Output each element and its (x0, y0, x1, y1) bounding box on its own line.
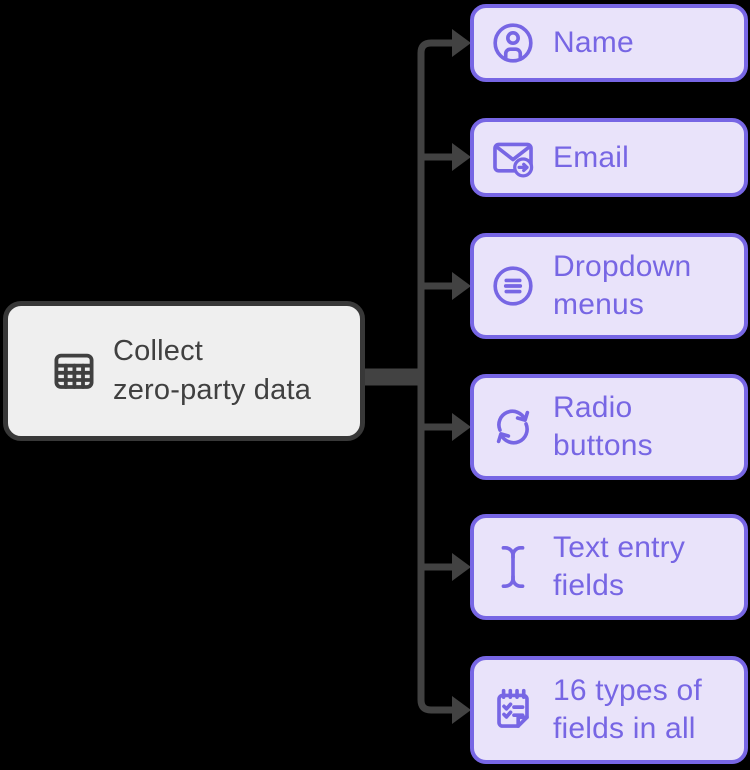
root-node-collect-zero-party-data: Collect zero-party data (3, 301, 365, 441)
arrowhead-icon (452, 143, 471, 171)
email-send-icon (490, 135, 536, 181)
arrowhead-icon (452, 553, 471, 581)
arrowhead-icon (452, 413, 471, 441)
arrowhead-icon (452, 29, 471, 57)
node-label: Email (553, 140, 630, 174)
text-cursor-icon (490, 544, 536, 590)
node-label: Dropdown menus (553, 250, 692, 321)
node-text-entry-fields: Text entry fields (470, 514, 748, 620)
node-label: Name (553, 26, 634, 59)
node-radio-buttons: Radio buttons (470, 374, 748, 480)
connector-trunk (417, 39, 453, 714)
arrowhead-icon (452, 696, 471, 724)
node-label: Text entry fields (553, 531, 686, 602)
table-icon (50, 347, 98, 395)
node-dropdown-menus: Dropdown menus (470, 233, 748, 339)
user-circle-icon (490, 20, 536, 66)
node-label: Radio buttons (553, 391, 653, 462)
node-name: Name (470, 4, 748, 82)
node-email: Email (470, 118, 748, 197)
arrowhead-icon (452, 272, 471, 300)
list-circle-icon (490, 263, 536, 309)
root-node-label: Collect zero-party data (113, 335, 312, 406)
sync-icon (490, 404, 536, 450)
node-16-field-types: 16 types of fields in all (470, 656, 748, 764)
node-label: 16 types of fields in all (553, 674, 702, 745)
notepad-check-icon (490, 687, 536, 733)
